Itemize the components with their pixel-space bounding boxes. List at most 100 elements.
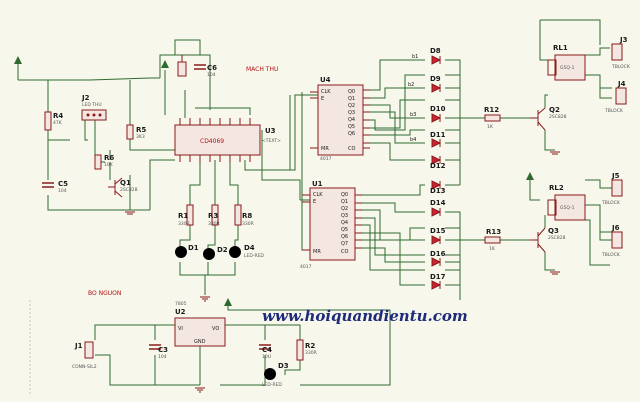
capacitors: C5 104 C6 104 C3 104 C4 10U [42,64,272,360]
u4-part: 4017 [320,156,332,162]
relay-rl1: RL1 G5Q-1 [547,44,586,81]
b1-label: b1 [412,54,418,60]
u1-pin-clk: CLK [313,192,323,198]
r8-ref: R8 [242,212,252,220]
ic-u2: U2 7805 VI VO GND [174,301,226,347]
d17-ref: D17 [430,273,446,281]
u2-pin-vo: VO [212,326,219,332]
d3-ref: D3 [278,362,289,370]
rl2-part: G5Q-1 [560,205,575,211]
ground-symbols [125,151,560,393]
u1-pin-mr: MR [313,249,321,255]
u4-pin-q2: Q2 [348,103,355,109]
j5-part: TBLOCK [601,200,621,206]
supply-arrows [14,56,534,306]
u1-part: 4017 [300,264,312,270]
relay-rl2: RL2 G5Q-1 [547,184,586,221]
j1-part: CONN-SIL2 [72,364,97,370]
r13-value: 1K [489,246,496,252]
rl1-part: G5Q-1 [560,65,575,71]
c4-ref: C4 [262,346,272,354]
u1-pin-q6: Q6 [341,234,348,240]
u4-pin-co: CO [348,146,355,152]
c4-value: 10U [262,354,271,360]
r8-value: 330R [242,221,254,227]
r5-ref: R5 [136,126,146,134]
j6-ref: J6 [611,224,620,232]
u4-pin-clk: CLK [321,89,331,95]
j4: J4 TBLOCK [604,80,627,114]
d12-ref: D12 [430,162,446,170]
r4-ref: R4 [53,112,63,120]
ic-u1: U1 4017 CLK E MR Q0 Q1 Q2 Q3 Q4 Q5 Q6 Q7… [300,180,362,270]
u1-pin-q0: Q0 [341,192,348,198]
u3-pins [179,118,251,162]
r2-value: 330R [305,350,317,356]
section-mach-thu: MACH THU [246,66,278,73]
d3-part: LED-RED [262,382,282,388]
rl2-ref: RL2 [549,184,564,192]
q1-ref: Q1 [120,179,131,187]
u4-ref: U4 [320,76,331,84]
d10-ref: D10 [430,105,446,113]
r1-ref: R1 [178,212,188,220]
q3-ref: Q3 [548,227,559,235]
leds: D1 D2 D4 LED-RED D3 LED-RED [175,244,289,388]
r6-value: 10K [104,162,114,168]
trimmer [177,55,187,77]
ic-u3: U3 CD4069 <TEXT> [174,118,281,162]
j6: J6 TBLOCK [601,224,623,258]
wires [17,19,612,395]
u4-pin-e: E [321,96,324,102]
q1-part: 2SC828 [120,187,138,193]
transistors: Q1 2SC828 Q2 2SC828 Q3 2SC828 [108,106,567,253]
r3-value: 330R [208,221,220,227]
u1-pin-co: CO [341,249,348,255]
u2-pin-gnd: GND [194,339,206,345]
r5-value: 3K3 [136,134,145,140]
c3-ref: C3 [158,346,168,354]
d1-ref: D1 [188,244,199,252]
r6-ref: R6 [104,154,114,162]
u3-part: CD4069 [200,138,224,145]
j2-ref: J2 [81,94,90,102]
diodes-bottom: D12 D13 D14 D15 D16 D17 [430,155,446,290]
u2-ref: U2 [175,308,186,316]
r4-value: 47K [53,120,63,126]
rl1-ref: RL1 [553,44,568,52]
u3-ref: U3 [265,127,276,135]
d16-ref: D16 [430,250,446,258]
q2: Q2 2SC828 [530,106,567,131]
u1-pin-q2: Q2 [341,206,348,212]
j3-ref: J3 [619,36,628,44]
j5-ref: J5 [611,172,620,180]
d4-ref: D4 [244,244,255,252]
u4-pin-q3: Q3 [348,110,355,116]
u4-pin-mr: MR [321,146,329,152]
q2-ref: Q2 [549,106,560,114]
u3-placeholder: <TEXT> [262,138,281,144]
j6-part: TBLOCK [601,252,621,258]
d14-ref: D14 [430,199,446,207]
q2-part: 2SC828 [549,114,567,120]
j4-part: TBLOCK [604,108,624,114]
j5: J5 TBLOCK [601,172,623,206]
section-bo-nguon: BO NGUON [88,290,121,297]
u2-pin-vi: VI [178,326,183,332]
b3-label: b3 [410,112,416,118]
diodes-top: D8 D9 D10 D11 [430,47,446,148]
d9-ref: D9 [430,75,441,83]
q3: Q3 2SC828 [530,227,566,253]
c5-value: 104 [58,188,67,194]
q3-part: 2SC828 [548,235,566,241]
j2-part: LED THU [82,102,102,108]
u1-pin-q7: Q7 [341,241,348,247]
c6-value: 104 [207,72,216,78]
j1: J1 CONN-SIL2 [72,341,97,370]
b2-label: b2 [408,82,414,88]
d2-ref: D2 [217,246,228,254]
r12-ref: R12 [484,106,499,114]
d11-ref: D11 [430,131,446,139]
